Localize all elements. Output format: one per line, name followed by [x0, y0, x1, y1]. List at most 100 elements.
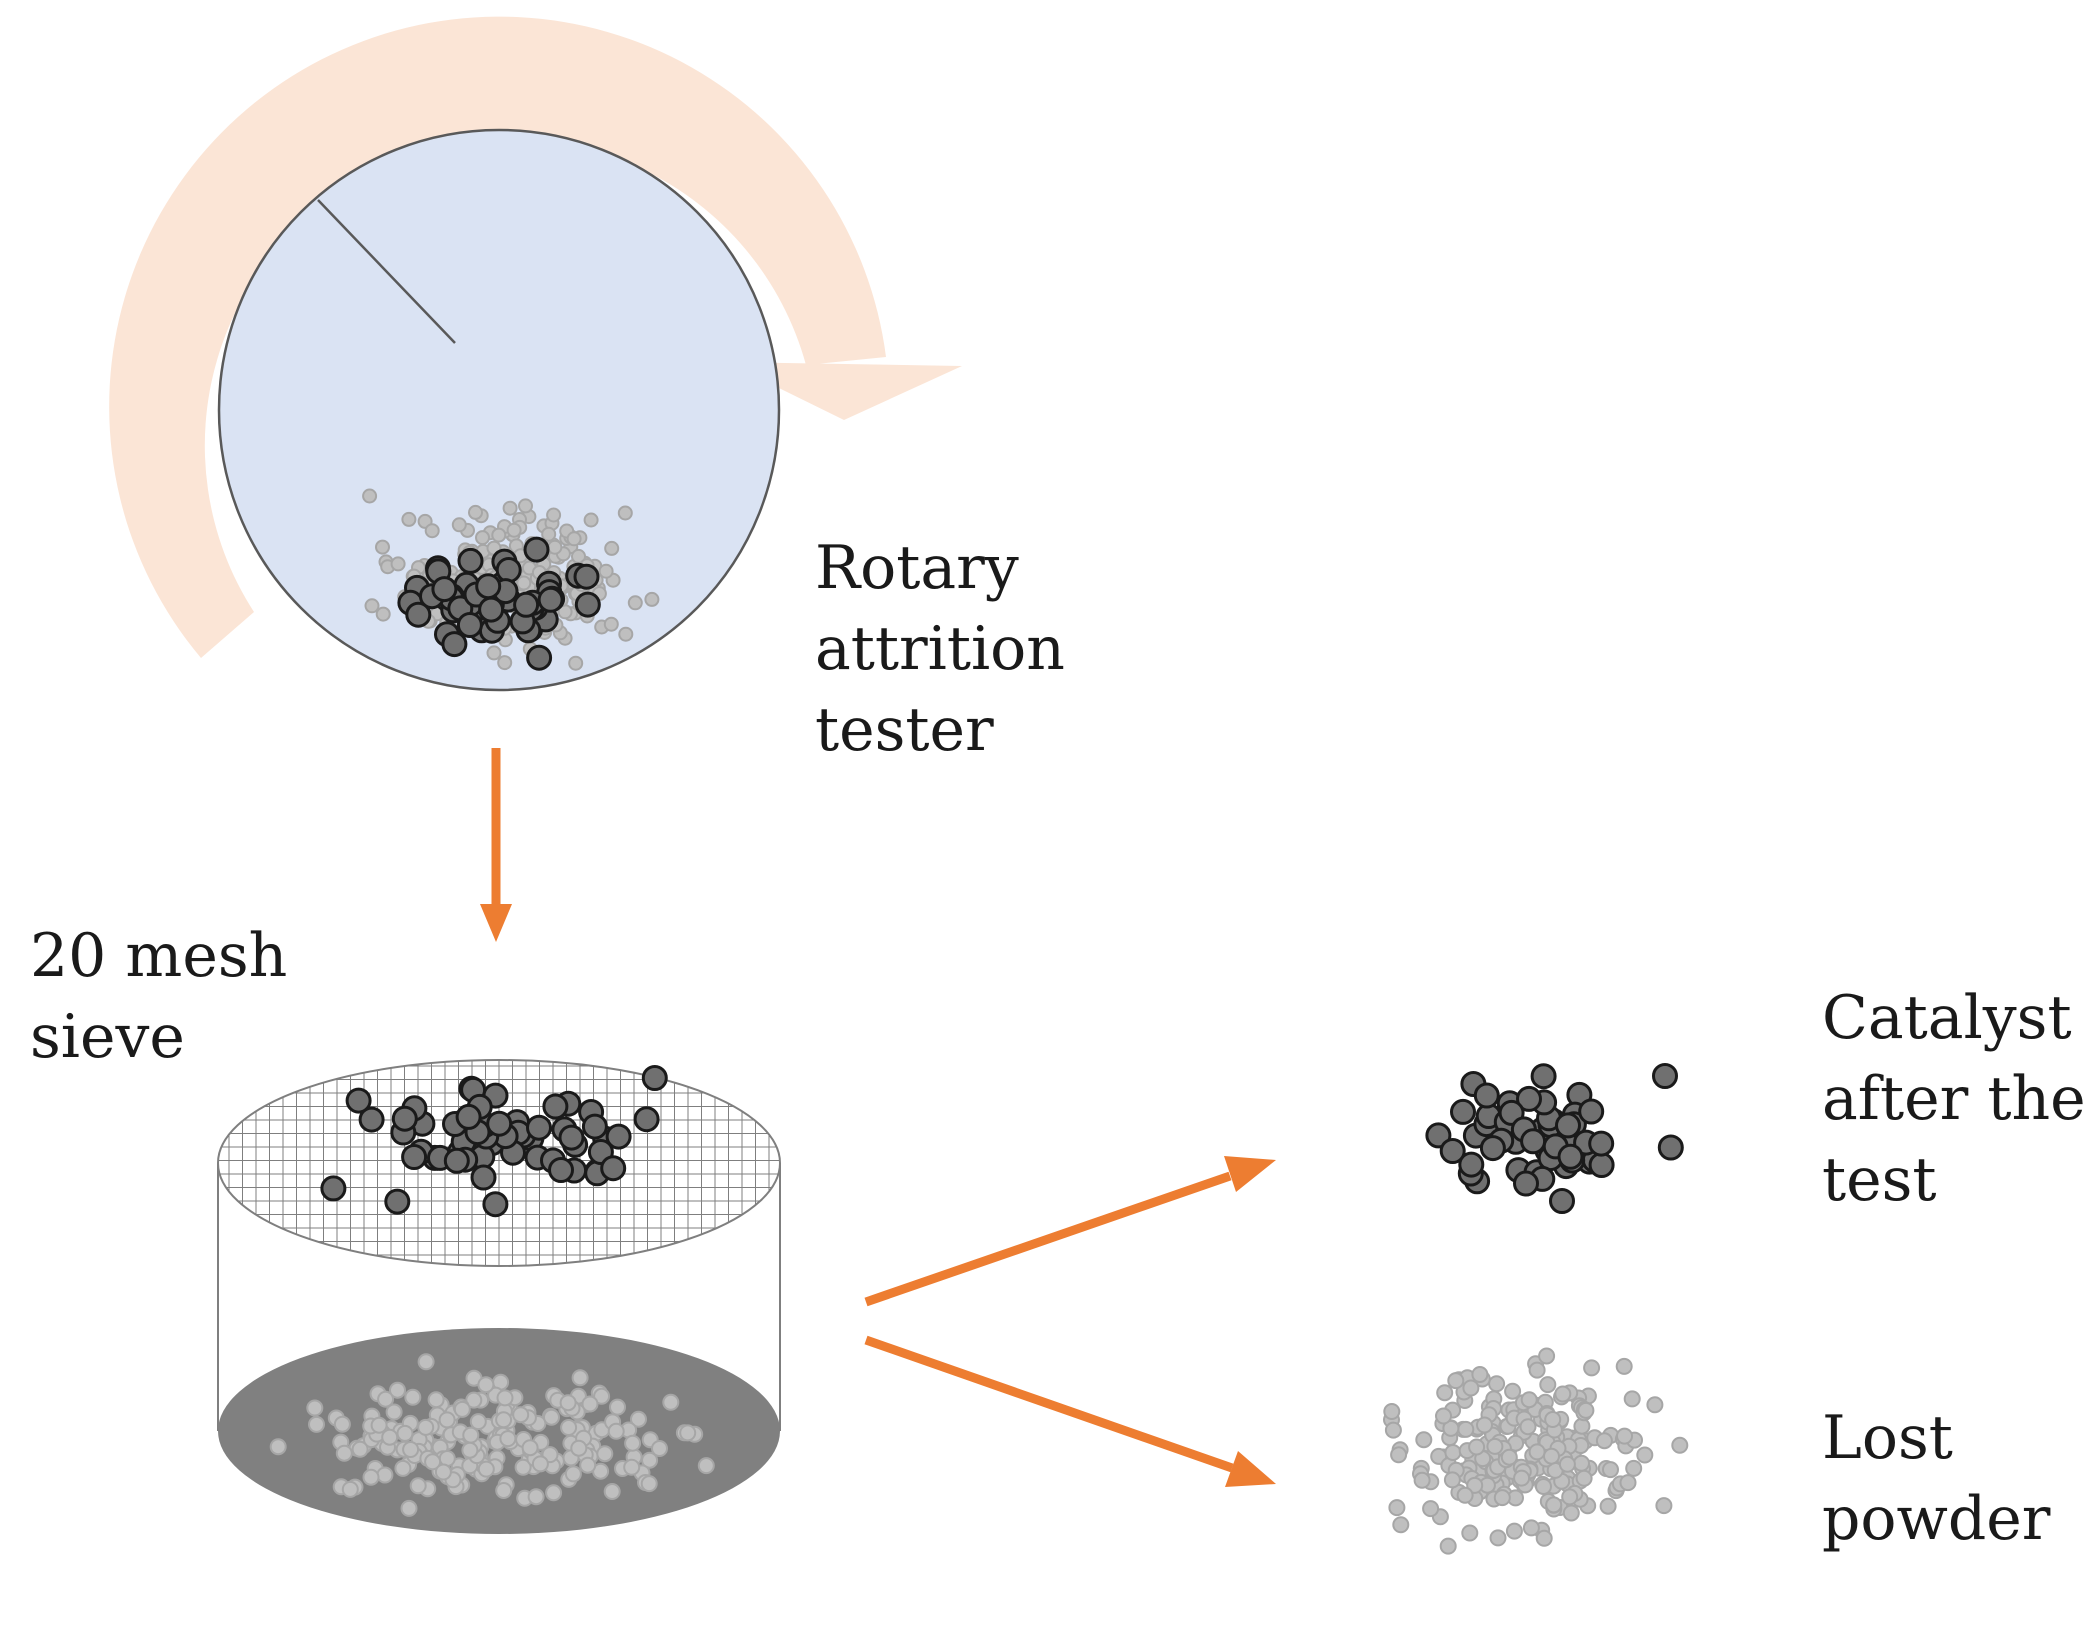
powder-particle: [581, 1395, 599, 1413]
catalyst-particle: [1588, 1130, 1615, 1157]
powder-particle: [1436, 1384, 1454, 1402]
catalyst-particle: [574, 591, 601, 618]
catalyst-particle: [548, 1157, 574, 1183]
powder-particle: [362, 1468, 380, 1486]
powder-particle: [417, 1353, 435, 1371]
catalyst-particle: [1555, 1112, 1581, 1139]
catalyst-particle: [1520, 1128, 1547, 1155]
powder-particle: [1558, 1455, 1576, 1473]
catalyst-particle: [457, 547, 484, 574]
powder-particle: [341, 1480, 359, 1498]
catalyst-particle: [1530, 1063, 1557, 1090]
powder-particle: [389, 1381, 406, 1399]
powder-particle: [1476, 1416, 1493, 1434]
powder-particle: [618, 626, 634, 642]
powder-particle: [495, 1411, 513, 1429]
catalyst-particle: [513, 591, 540, 618]
powder-particle: [603, 1483, 621, 1500]
powder-particle: [623, 1458, 641, 1476]
powder-particle: [559, 1394, 577, 1412]
powder-particle: [1583, 1359, 1601, 1377]
catalyst-particle: [1450, 1098, 1476, 1125]
powder-particle: [497, 655, 513, 671]
catalyst-particle: [633, 1106, 660, 1133]
powder-particle: [375, 606, 391, 622]
powder-particle: [424, 1453, 442, 1471]
powder-particle: [1625, 1459, 1643, 1477]
powder-particle: [362, 488, 378, 504]
powder-particle: [531, 1455, 549, 1473]
powder-particle: [593, 1387, 611, 1405]
catalyst-particle: [1473, 1082, 1500, 1109]
powder-particle: [306, 1399, 324, 1417]
powder-particle: [1538, 1347, 1556, 1365]
powder-particle: [409, 1477, 427, 1495]
powder-particle: [434, 1463, 452, 1481]
powder-particle: [624, 1434, 642, 1452]
powder-particle: [1599, 1497, 1617, 1515]
catalyst-particle: [320, 1175, 347, 1202]
powder-particle: [617, 505, 633, 521]
powder-particle: [1447, 1372, 1465, 1390]
label-line: Catalyst: [1822, 983, 2072, 1053]
powder-particle: [1539, 1376, 1557, 1394]
powder-particle: [1500, 1448, 1518, 1466]
powder-particle: [1413, 1471, 1431, 1489]
lost-powder-particles: [1383, 1347, 1689, 1555]
arrow-to-powder-icon: [864, 1335, 1276, 1487]
powder-particle: [1554, 1385, 1572, 1403]
powder-particle: [609, 1398, 626, 1416]
sieve-catalyst-particles: [320, 1065, 668, 1218]
catalyst-particle: [384, 1188, 411, 1215]
powder-particle: [1575, 1469, 1593, 1487]
powder-particle: [1442, 1419, 1460, 1437]
powder-particle: [376, 1466, 394, 1484]
powder-particle: [1384, 1421, 1402, 1439]
powder-particle: [571, 1369, 589, 1387]
catalyst-particle: [455, 1103, 482, 1130]
powder-particle: [427, 1391, 445, 1409]
powder-particle: [308, 1415, 325, 1433]
powder-particle: [424, 523, 440, 539]
powder-particle: [506, 522, 522, 538]
catalyst-particle: [1657, 1134, 1684, 1161]
powder-particle: [364, 598, 380, 614]
powder-particle: [1456, 1486, 1474, 1504]
powder-particle: [385, 1403, 403, 1421]
catalyst-particle: [405, 601, 432, 628]
powder-particle: [546, 507, 562, 523]
powder-particle: [1646, 1396, 1664, 1414]
sieve-icon: [217, 1059, 781, 1534]
powder-particle: [1462, 1379, 1480, 1397]
powder-particle: [543, 1408, 560, 1426]
powder-particle: [512, 1406, 530, 1424]
powder-particle: [697, 1457, 715, 1475]
label-line: test: [1822, 1145, 1937, 1215]
powder-particle: [583, 512, 599, 528]
powder-particle: [496, 1389, 514, 1407]
catalyst-particle: [401, 1144, 428, 1170]
catalyst-particle: [1425, 1122, 1452, 1149]
powder-particle: [1602, 1461, 1619, 1479]
powder-particle: [651, 1440, 668, 1457]
catalyst-particle: [1588, 1152, 1615, 1178]
powder-particle: [560, 1419, 578, 1436]
powder-particle: [527, 1488, 545, 1506]
catalyst-particle: [345, 1087, 372, 1114]
powder-particle: [579, 1456, 597, 1474]
powder-particle: [1471, 1366, 1489, 1383]
powder-particle: [1493, 1489, 1511, 1507]
powder-particle: [1388, 1499, 1406, 1517]
powder-particle: [394, 1459, 412, 1477]
powder-particle: [570, 1439, 588, 1457]
catalyst-particle: [486, 1110, 513, 1137]
catalyst-particle: [456, 612, 483, 638]
powder-particle: [1535, 1529, 1553, 1547]
powder-particle: [370, 1416, 388, 1434]
powder-particle: [491, 527, 507, 543]
drum-baffle: [317, 199, 456, 344]
powder-particle: [1655, 1497, 1673, 1515]
powder-particle: [1616, 1427, 1633, 1445]
catalyst-particle: [641, 1065, 668, 1091]
